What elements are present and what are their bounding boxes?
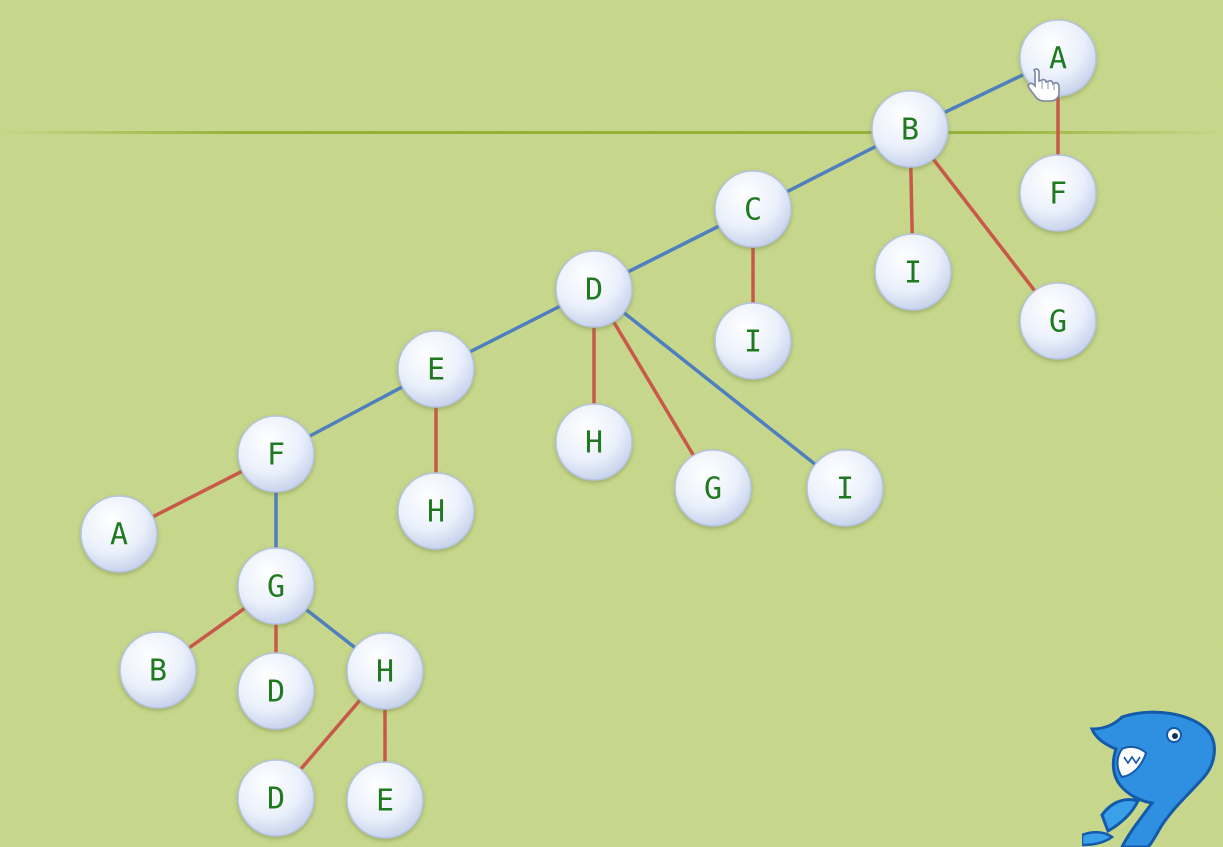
tree-node: B — [119, 631, 197, 709]
shark-icon — [1082, 710, 1216, 847]
tree-node: G — [237, 547, 315, 625]
node-label: D — [267, 675, 285, 710]
node-label: G — [1049, 305, 1067, 340]
nodes-layer: A B F C I G D I E H G I F H A G B D H D E — [80, 19, 1097, 839]
node-circle — [806, 449, 884, 527]
node-label: A — [1049, 42, 1067, 77]
node-label: I — [836, 472, 854, 507]
node-label: E — [376, 784, 394, 819]
tree-edge — [592, 287, 847, 490]
node-circle — [874, 233, 952, 311]
node-label: A — [110, 518, 128, 553]
node-circle — [555, 250, 633, 328]
node-circle — [119, 631, 197, 709]
tree-node: G — [674, 449, 752, 527]
node-label: B — [901, 113, 919, 148]
tree-node: F — [237, 415, 315, 493]
node-circle — [237, 759, 315, 837]
node-label: E — [427, 353, 445, 388]
node-circle — [871, 90, 949, 168]
tree-node: C — [714, 170, 792, 248]
tree-node: I — [806, 449, 884, 527]
node-label: H — [376, 655, 394, 690]
node-circle — [1019, 282, 1097, 360]
node-circle — [397, 472, 475, 550]
node-circle — [1019, 154, 1097, 232]
node-circle — [674, 449, 752, 527]
tree-node: A — [80, 495, 158, 573]
tree-node: I — [714, 302, 792, 380]
node-label: H — [585, 426, 603, 461]
node-circle — [80, 495, 158, 573]
node-label: I — [744, 325, 762, 360]
tree-node: D — [237, 652, 315, 730]
tree-node: E — [397, 330, 475, 408]
node-circle — [237, 652, 315, 730]
node-circle — [237, 415, 315, 493]
tree-node: H — [397, 472, 475, 550]
node-circle — [237, 547, 315, 625]
node-label: I — [904, 256, 922, 291]
node-circle — [346, 632, 424, 710]
node-label: H — [427, 495, 445, 530]
horizontal-divider — [0, 131, 1223, 134]
tree-node: F — [1019, 154, 1097, 232]
node-circle — [397, 330, 475, 408]
tree-node: H — [346, 632, 424, 710]
tree-node: H — [555, 403, 633, 481]
node-label: D — [585, 273, 603, 308]
node-label: D — [267, 782, 285, 817]
tree-edge — [908, 127, 1060, 323]
tree-node: D — [555, 250, 633, 328]
node-label: F — [1049, 177, 1067, 212]
node-label: G — [267, 570, 285, 605]
node-circle — [714, 170, 792, 248]
node-circle — [555, 403, 633, 481]
tree-node: G — [1019, 282, 1097, 360]
tree-node: D — [237, 759, 315, 837]
tree-node: E — [346, 761, 424, 839]
node-circle — [714, 302, 792, 380]
hand-pointer-icon — [1027, 68, 1060, 102]
node-label: G — [704, 472, 722, 507]
node-circle — [346, 761, 424, 839]
node-label: B — [149, 654, 167, 689]
node-label: C — [744, 193, 762, 228]
tree-node: I — [874, 233, 952, 311]
node-label: F — [267, 438, 285, 473]
tree-node: B — [871, 90, 949, 168]
